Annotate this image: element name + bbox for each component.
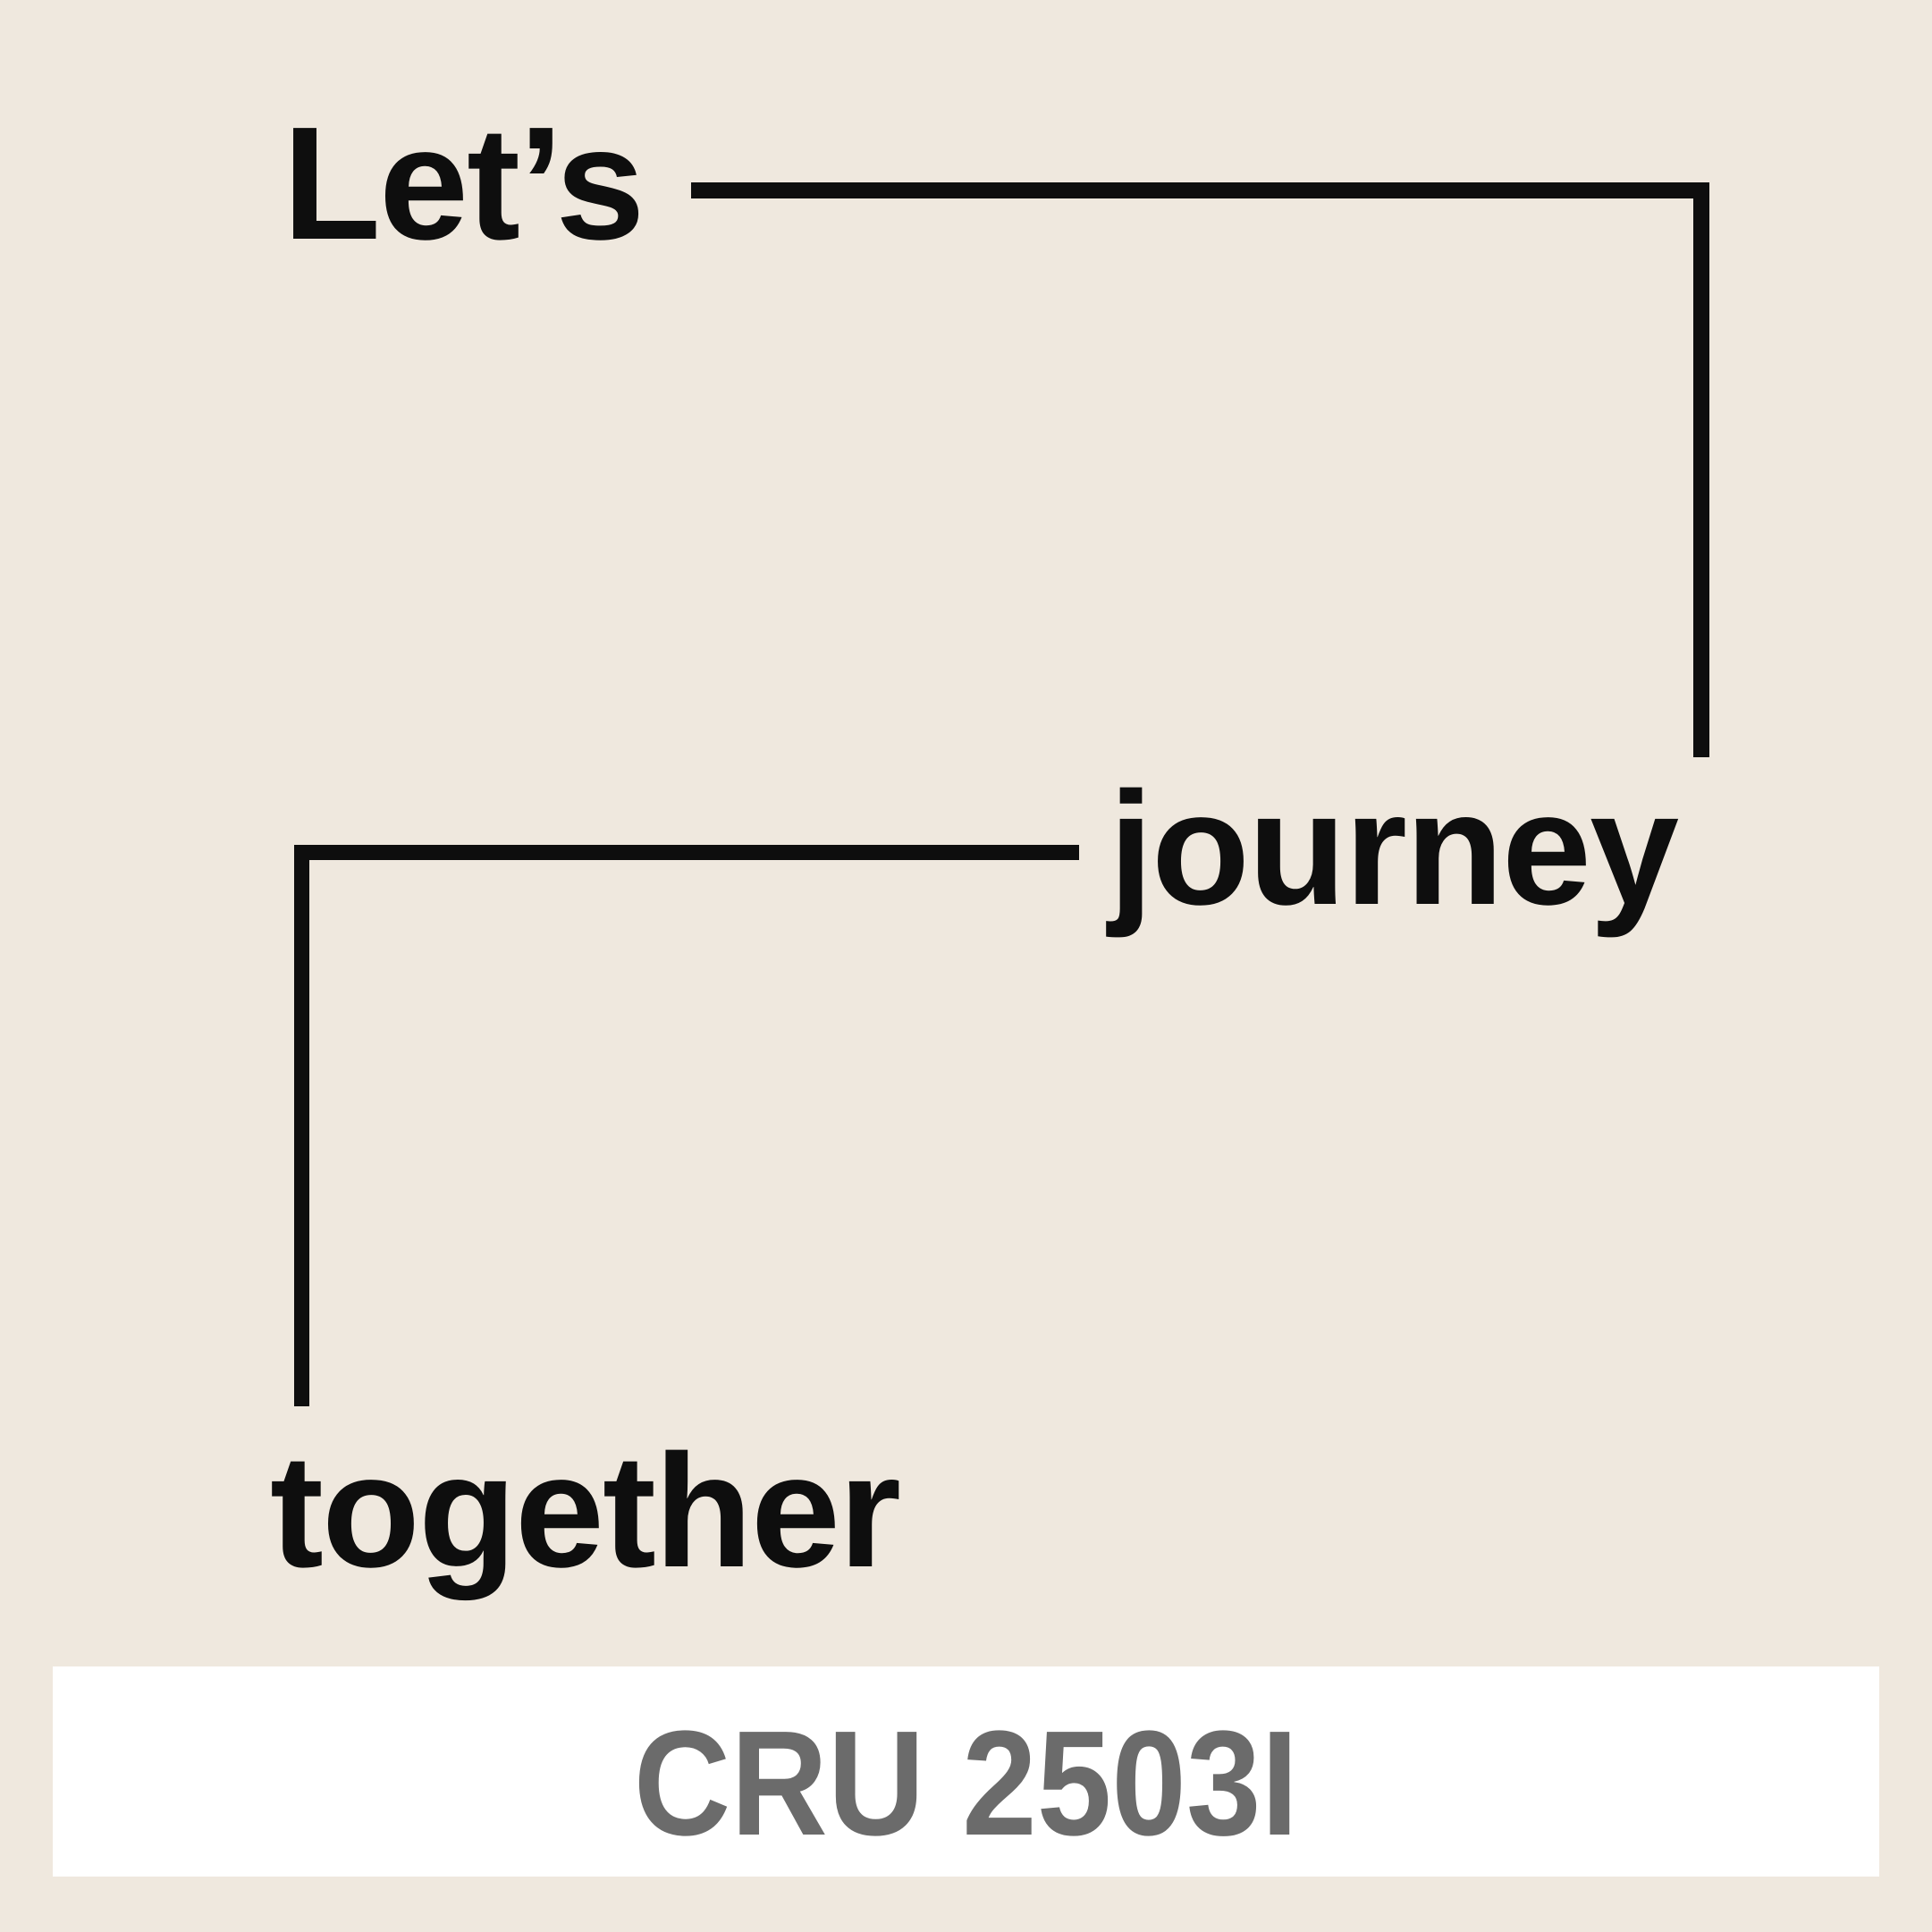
connector-line-1-vertical <box>1693 182 1709 757</box>
color-code-label: CRU 2503I <box>633 1700 1299 1867</box>
word-together: together <box>270 1422 901 1601</box>
word-lets: Let’s <box>283 94 645 274</box>
connector-line-2-horizontal <box>294 845 1079 860</box>
color-code-bar <box>53 1666 1879 1877</box>
connector-line-2-vertical <box>294 845 309 1406</box>
word-journey: journey <box>1109 759 1679 939</box>
connector-line-1-horizontal <box>691 182 1709 198</box>
